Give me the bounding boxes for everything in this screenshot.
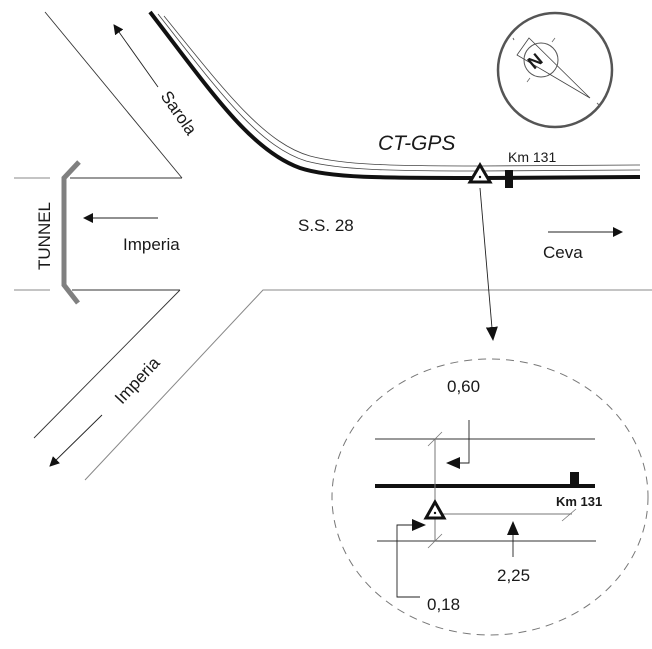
- ceva-label: Ceva: [543, 243, 583, 262]
- dimension-km-offset: 2,25: [497, 566, 530, 585]
- inset-km-marker-label: Km 131: [556, 494, 602, 509]
- imperia-southwest-arrow: [49, 414, 103, 467]
- gps-station-icon: [467, 162, 493, 184]
- imperia-road-upper-edge: [33, 289, 181, 439]
- road-edge-line-1: [157, 13, 641, 172]
- inset-border: [331, 358, 649, 636]
- imperia-southwest-label: Imperia: [111, 353, 164, 408]
- dimension-top-offset: 0,60: [447, 377, 480, 396]
- detail-pointer-arrow: [479, 187, 498, 341]
- km-marker-icon: [505, 170, 513, 188]
- sarola-arrow: [113, 24, 159, 88]
- station-label: CT-GPS: [378, 132, 455, 155]
- road-label: S.S. 28: [298, 216, 354, 235]
- compass-rose: N: [496, 11, 614, 129]
- road-outlines: [14, 11, 652, 481]
- km-marker-label: Km 131: [508, 149, 556, 165]
- sarola-label: Sarola: [157, 87, 201, 139]
- road-centerline: [148, 10, 641, 181]
- tunnel-label: TUNNEL: [35, 202, 54, 270]
- imperia-west-label: Imperia: [123, 235, 180, 254]
- imperia-road-lower-edge: [84, 289, 652, 481]
- tunnel-icon: [61, 160, 81, 305]
- inset-gps-station-icon: [423, 498, 447, 520]
- sarola-road-edge: [44, 11, 183, 179]
- inset-km-marker-icon: [570, 472, 579, 486]
- road-edge-line-2: [163, 15, 641, 167]
- dimension-bottom-offset: 0,18: [427, 595, 460, 614]
- detail-inset: Km 131 0,60 0,18 2,25: [331, 358, 649, 636]
- ss28-road: [148, 10, 641, 181]
